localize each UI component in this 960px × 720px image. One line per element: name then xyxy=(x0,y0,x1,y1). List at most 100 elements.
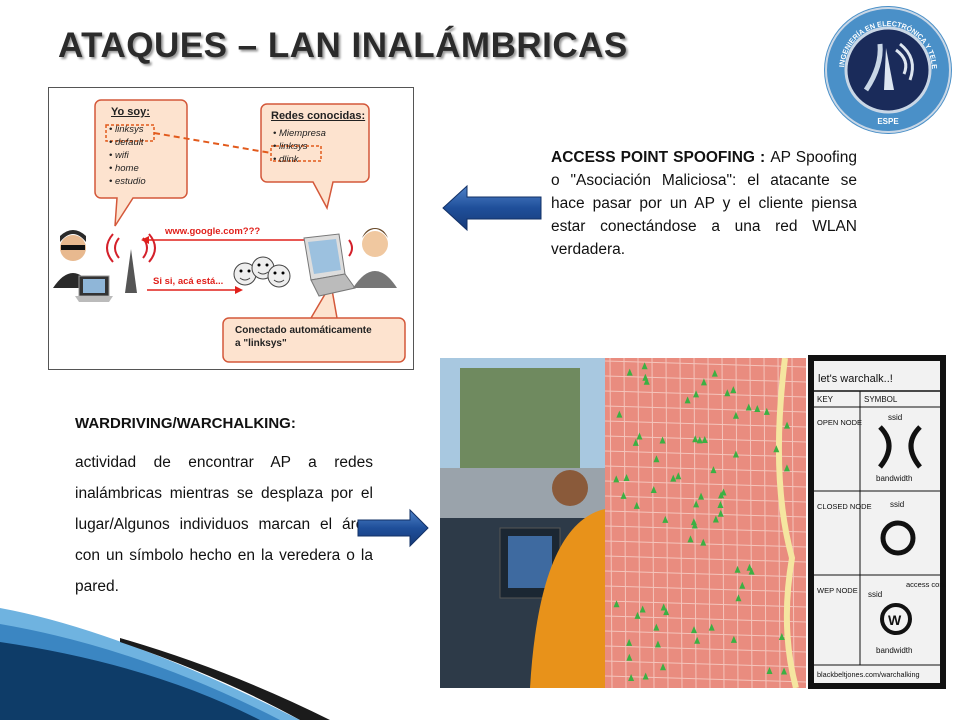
ap-spoofing-text: ACCESS POINT SPOOFING : AP Spoofing o "A… xyxy=(551,146,857,261)
map-marker xyxy=(784,421,791,429)
map-street-line xyxy=(604,660,806,668)
map-marker xyxy=(628,674,635,682)
client-laptop-icon xyxy=(303,233,356,297)
map-marker xyxy=(670,474,677,482)
right-arrow-icon xyxy=(357,508,429,548)
map-marker xyxy=(692,435,699,443)
map-marker xyxy=(675,472,682,480)
map-marker xyxy=(660,603,667,611)
key-header: KEY xyxy=(817,395,834,404)
logo-bottom-text: ESPE xyxy=(877,117,899,126)
map-markers xyxy=(613,362,791,682)
map-marker xyxy=(710,466,717,474)
map-marker xyxy=(712,515,719,523)
map-marker xyxy=(693,390,700,398)
map-marker xyxy=(735,594,742,602)
attacker-item: linksys xyxy=(114,124,144,135)
laptop-screen xyxy=(508,536,552,588)
university-logo: INGENIERÍA EN ELECTRÓNICA Y TELECOMUNICA… xyxy=(822,4,952,134)
map-marker xyxy=(773,445,780,453)
map-marker xyxy=(701,436,708,444)
wep-node-label: WEP NODE xyxy=(817,586,858,595)
client-item: Miempresa xyxy=(278,128,326,139)
smiley-faces-icon xyxy=(233,256,291,288)
map-marker xyxy=(663,608,670,616)
map-marker xyxy=(746,563,753,571)
map-marker xyxy=(626,653,633,661)
map-marker xyxy=(720,488,727,496)
map-street-line xyxy=(791,358,795,688)
map-street-line xyxy=(604,585,806,593)
antenna-icon xyxy=(884,48,894,90)
map-marker xyxy=(700,378,707,386)
ap-spoofing-diagram: Yo soy: • linksys • default • wifi • hom… xyxy=(48,87,414,370)
wardriving-photo xyxy=(440,358,806,688)
closed-node-label: CLOSED NODE xyxy=(817,502,872,511)
attacker-bubble-title: Yo soy: xyxy=(111,106,150,118)
map-marker xyxy=(708,623,715,631)
map-street-line xyxy=(665,358,669,688)
driver-jacket xyxy=(530,508,610,688)
map-street-line xyxy=(637,358,641,688)
map-marker xyxy=(616,410,623,418)
map-marker xyxy=(696,436,703,444)
linksys-highlight-client xyxy=(270,145,322,162)
client-item: dlink xyxy=(278,154,299,165)
wardriving-heading: WARDRIVING/WARCHALKING: xyxy=(75,415,296,432)
map-marker xyxy=(654,640,661,648)
symbol-header: SYMBOL xyxy=(864,395,898,404)
map-street-line xyxy=(604,630,806,638)
map-marker xyxy=(734,565,741,573)
map-marker xyxy=(650,485,657,493)
warchalk-footer: blackbeltjones.com/warchalking xyxy=(817,670,920,679)
wep-node-symbol xyxy=(880,603,912,635)
auto-connect-line1: Conectado automáticamente xyxy=(235,325,372,336)
map-marker xyxy=(783,464,790,472)
probe-text: www.google.com??? xyxy=(165,226,261,237)
wardriving-body: actividad de encontrar AP a redes inalám… xyxy=(75,454,373,595)
warchalk-card: let's warchalk..! KEY SYMBOL OPEN NODE s… xyxy=(808,355,946,689)
map-street-line xyxy=(604,600,806,608)
map-marker xyxy=(732,411,739,419)
map-street-line xyxy=(604,675,806,683)
map-street-line xyxy=(604,570,806,578)
map-marker xyxy=(694,636,701,644)
map-marker xyxy=(763,407,770,415)
map-marker xyxy=(781,667,788,675)
attacker-item: default xyxy=(114,137,144,148)
map-marker xyxy=(690,518,697,526)
driver-head xyxy=(552,470,588,506)
map-marker xyxy=(766,667,773,675)
map-street-line xyxy=(623,358,627,688)
auto-connect-text: Conectado automáticamente a "linksys" xyxy=(235,324,372,350)
map-street-line xyxy=(609,358,613,688)
warchalk-title: let's warchalk..! xyxy=(818,373,893,385)
map-marker xyxy=(662,515,669,523)
ap-spoofing-body: AP Spoofing o "Asociación Maliciosa": el… xyxy=(551,149,857,258)
map-marker xyxy=(730,635,737,643)
map-marker xyxy=(633,501,640,509)
map-marker xyxy=(711,369,718,377)
attacker-item: wifi xyxy=(114,150,129,161)
decorative-swoosh xyxy=(0,608,330,720)
map-street-line xyxy=(604,555,806,563)
map-marker xyxy=(642,373,649,381)
client-item: linksys xyxy=(278,141,308,152)
map-street-line xyxy=(679,358,683,688)
map-street-line xyxy=(707,358,711,688)
map-marker xyxy=(698,492,705,500)
map-marker xyxy=(748,567,755,575)
wep-node-ssid: ssid xyxy=(868,590,882,599)
map-marker xyxy=(684,396,691,404)
map-street-line xyxy=(763,358,767,688)
map-marker xyxy=(700,538,707,546)
auto-connect-bubble xyxy=(222,281,406,363)
diagram-graphics xyxy=(53,99,406,363)
map-street-line xyxy=(651,358,655,688)
svg-text:W: W xyxy=(888,612,902,628)
client-bubble-list: • Miempresa • linksys • dlink xyxy=(273,128,326,165)
slide-title: ATAQUES – LAN INALÁMBRICAS xyxy=(58,26,628,65)
map-marker xyxy=(730,386,737,394)
closed-node-symbol xyxy=(880,520,916,556)
map-marker xyxy=(690,626,697,634)
